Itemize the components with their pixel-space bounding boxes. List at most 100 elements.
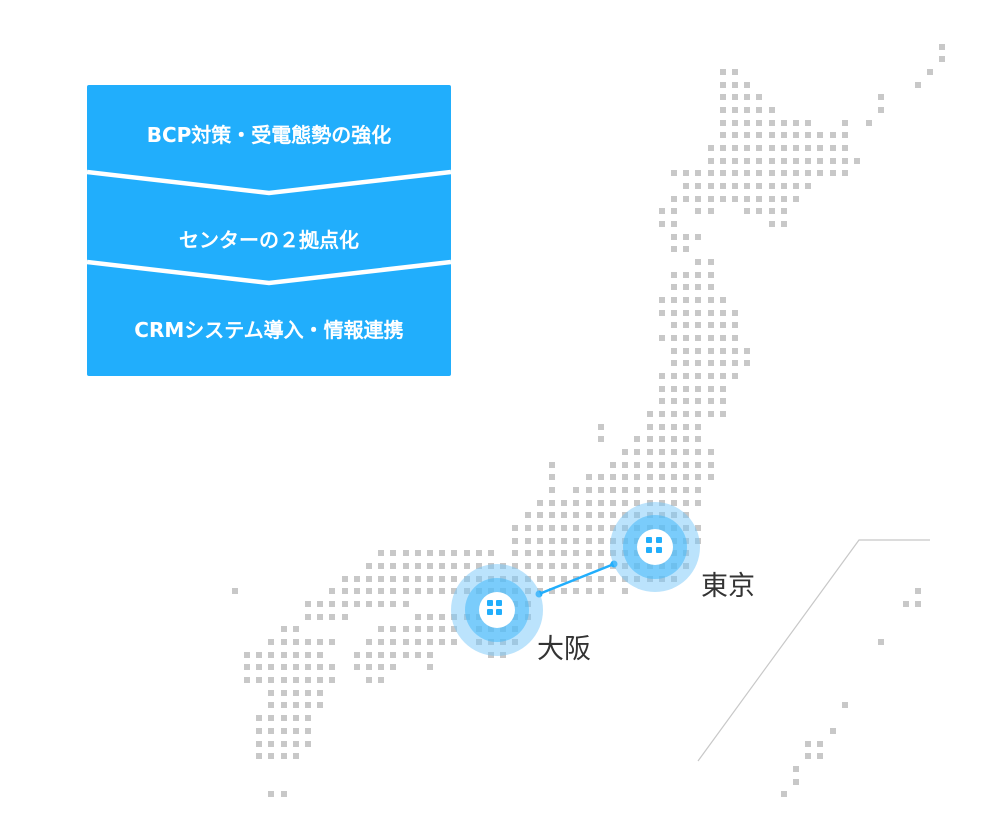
map-dot bbox=[768, 183, 775, 189]
map-dot bbox=[597, 563, 604, 570]
flow-step-2: センターの２拠点化 bbox=[179, 228, 359, 252]
map-dot bbox=[390, 563, 397, 570]
map-dot bbox=[695, 423, 702, 430]
map-dot bbox=[792, 119, 799, 126]
map-dot bbox=[548, 537, 555, 544]
map-dot bbox=[670, 208, 677, 215]
map-dot bbox=[402, 550, 409, 557]
map-dot bbox=[792, 195, 799, 202]
map-dot bbox=[536, 525, 543, 532]
map-dot bbox=[695, 347, 702, 354]
map-dot bbox=[805, 170, 812, 177]
map-dot bbox=[658, 297, 665, 303]
map-dot bbox=[280, 677, 287, 684]
map-dot bbox=[683, 309, 690, 316]
map-dot bbox=[683, 487, 690, 494]
map-dot bbox=[524, 563, 531, 570]
map-dot bbox=[707, 183, 714, 189]
map-dot bbox=[817, 132, 824, 139]
map-dot bbox=[658, 373, 665, 379]
map-dot bbox=[646, 449, 653, 455]
map-dot bbox=[719, 398, 726, 405]
map-dot bbox=[304, 727, 311, 734]
map-dot bbox=[658, 385, 665, 392]
map-dot bbox=[426, 613, 433, 620]
map-dot bbox=[646, 423, 653, 430]
map-dot bbox=[719, 68, 726, 75]
map-dot bbox=[585, 512, 592, 519]
map-dot bbox=[731, 183, 738, 189]
map-dot bbox=[365, 588, 372, 595]
map-dot bbox=[280, 664, 287, 671]
map-dot bbox=[451, 563, 458, 570]
map-dot bbox=[914, 601, 921, 608]
map-dot bbox=[744, 81, 751, 88]
map-dot bbox=[780, 183, 787, 189]
map-dot bbox=[768, 208, 775, 215]
map-dot bbox=[756, 208, 763, 215]
map-dot bbox=[280, 740, 287, 747]
map-dot bbox=[256, 664, 263, 671]
map-dot bbox=[695, 411, 702, 417]
map-dot bbox=[792, 170, 799, 177]
map-dot bbox=[573, 588, 580, 595]
map-dot bbox=[268, 702, 275, 709]
map-dot bbox=[622, 588, 629, 595]
map-dot bbox=[256, 753, 263, 760]
map-dot bbox=[731, 119, 738, 126]
map-dot bbox=[512, 550, 519, 557]
map-dot bbox=[609, 575, 616, 582]
map-dot bbox=[670, 474, 677, 481]
map-dot bbox=[658, 449, 665, 455]
map-dot bbox=[707, 335, 714, 341]
map-dot bbox=[622, 487, 629, 494]
map-dot bbox=[304, 664, 311, 671]
map-dot bbox=[463, 563, 470, 570]
map-dot bbox=[695, 474, 702, 481]
map-dot bbox=[744, 157, 751, 164]
map-dot bbox=[548, 550, 555, 557]
map-dot bbox=[719, 107, 726, 113]
map-dot bbox=[670, 335, 677, 341]
map-dot bbox=[597, 537, 604, 544]
map-dot bbox=[548, 487, 555, 494]
map-dot bbox=[268, 715, 275, 722]
map-dot bbox=[622, 449, 629, 455]
map-dot bbox=[512, 537, 519, 544]
map-dot bbox=[707, 157, 714, 164]
map-dot bbox=[670, 398, 677, 405]
map-dot bbox=[439, 563, 446, 570]
map-dot bbox=[268, 664, 275, 671]
map-dot bbox=[719, 119, 726, 126]
map-dot bbox=[646, 474, 653, 481]
map-dot bbox=[744, 119, 751, 126]
map-dot bbox=[683, 246, 690, 253]
map-dot bbox=[670, 487, 677, 494]
map-dot bbox=[719, 94, 726, 101]
map-dot bbox=[805, 753, 812, 760]
map-dot bbox=[695, 284, 702, 291]
map-dot bbox=[683, 474, 690, 481]
map-dot bbox=[243, 664, 250, 671]
map-dot bbox=[329, 677, 336, 684]
map-dot bbox=[670, 233, 677, 240]
map-dot bbox=[414, 639, 421, 646]
map-dot bbox=[524, 512, 531, 519]
map-dot bbox=[817, 145, 824, 151]
map-dot bbox=[731, 373, 738, 379]
map-dot bbox=[670, 449, 677, 455]
map-dot bbox=[744, 183, 751, 189]
map-dot bbox=[731, 360, 738, 367]
map-dot bbox=[658, 461, 665, 468]
map-dot bbox=[695, 525, 702, 532]
map-dot bbox=[744, 170, 751, 177]
map-dot bbox=[670, 170, 677, 177]
map-dot bbox=[634, 436, 641, 443]
map-dot bbox=[756, 145, 763, 151]
map-dot bbox=[280, 753, 287, 760]
map-dot bbox=[939, 43, 946, 50]
map-dot bbox=[329, 664, 336, 671]
map-dot bbox=[695, 271, 702, 278]
map-dot bbox=[719, 411, 726, 417]
map-dot bbox=[463, 550, 470, 557]
